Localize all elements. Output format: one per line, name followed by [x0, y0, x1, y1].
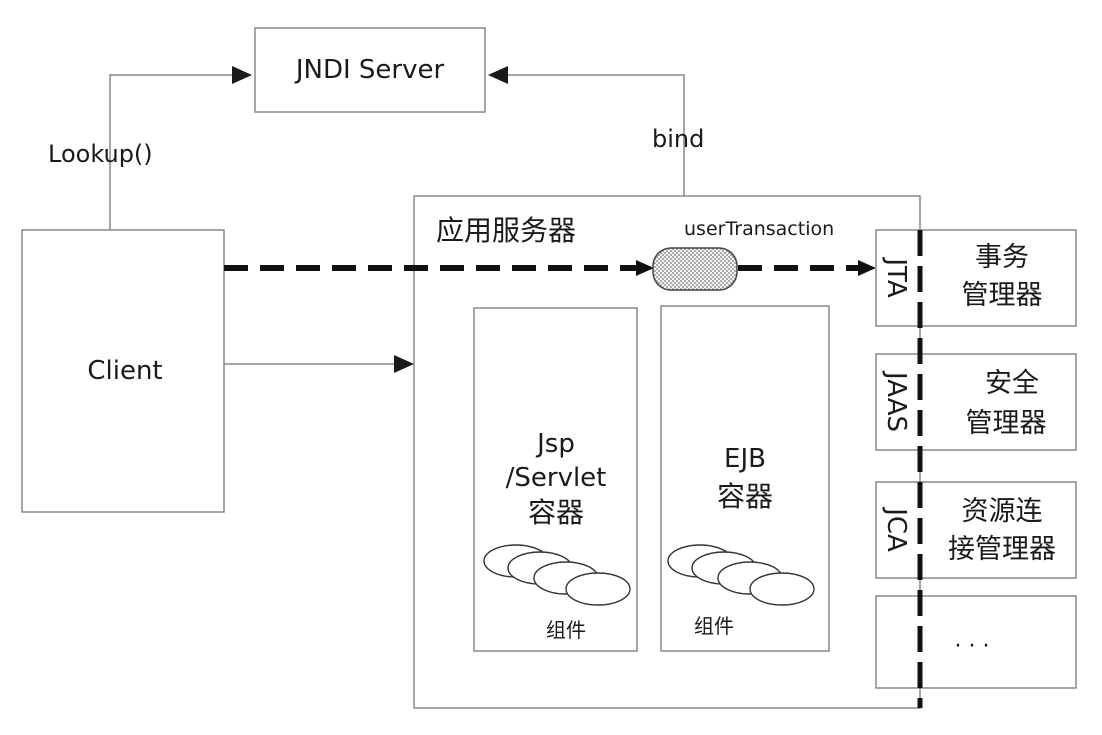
- jsp-component-stack: [483, 544, 631, 606]
- ejb-line1: EJB: [724, 444, 766, 474]
- jndi-server-box: [254, 27, 486, 113]
- app-server-label: 应用服务器: [436, 214, 576, 247]
- service-box-transaction: [875, 229, 1077, 327]
- security-manager-line2: 管理器: [966, 408, 1047, 439]
- resource-manager-line1: 资源连: [962, 496, 1043, 527]
- lookup-edge: [109, 74, 232, 230]
- more-ellipsis: · · ·: [955, 634, 990, 659]
- lookup-label: Lookup(): [48, 140, 153, 168]
- api-label-jca: JCA: [881, 506, 911, 552]
- user-transaction-node: [652, 247, 738, 291]
- lookup-arrowhead: [232, 66, 252, 84]
- ejb-line2: 容器: [717, 480, 773, 513]
- api-label-jaas: JAAS: [881, 370, 911, 432]
- transaction-arrowhead-1: [636, 260, 654, 276]
- service-box-more: [875, 595, 1077, 689]
- bind-label: bind: [652, 125, 704, 153]
- client-label: Client: [87, 356, 162, 386]
- security-manager-line1: 安全: [985, 368, 1039, 399]
- jsp-line1: Jsp: [535, 429, 575, 459]
- transaction-manager-line2: 管理器: [962, 280, 1043, 311]
- service-box-security: [875, 353, 1077, 451]
- bind-arrowhead: [488, 66, 508, 84]
- jsp-line2: /Servlet: [506, 463, 607, 493]
- transaction-arrowhead-2: [858, 260, 876, 276]
- resource-manager-line2: 接管理器: [948, 534, 1056, 565]
- component-ellipse: [565, 572, 631, 606]
- transaction-manager-line1: 事务: [975, 242, 1029, 273]
- ejb-components-label: 组件: [694, 614, 734, 638]
- api-label-jta: JTA: [881, 256, 911, 298]
- user-transaction-label: userTransaction: [684, 218, 834, 240]
- jsp-line3: 容器: [528, 496, 584, 529]
- jsp-components-label: 组件: [546, 618, 586, 642]
- service-box-resource: [875, 481, 1077, 579]
- bind-edge: [508, 74, 685, 248]
- client-to-server-arrowhead: [394, 355, 414, 373]
- client-box: [21, 229, 225, 513]
- jndi-server-label: JNDI Server: [294, 55, 445, 85]
- component-ellipse: [749, 572, 815, 606]
- ejb-component-stack: [667, 544, 815, 606]
